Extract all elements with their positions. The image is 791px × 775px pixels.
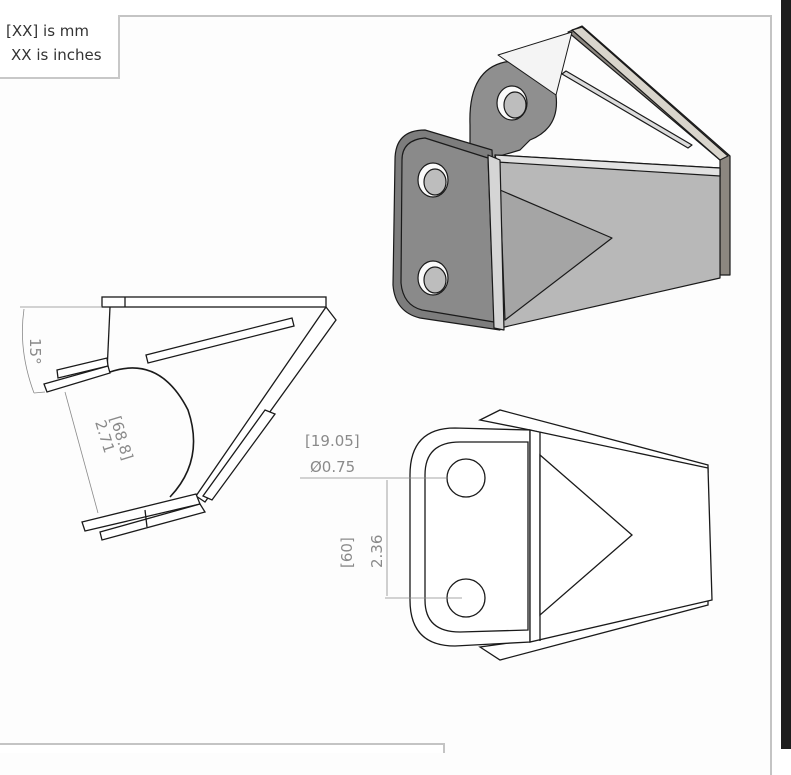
hole-diameter-mm: [19.05]: [305, 432, 360, 450]
isometric-view: [392, 25, 731, 331]
drawing-canvas: 15° [68.8] 2.71 [19.05] Ø0.75 [60] 2.36: [20, 25, 731, 661]
drawing-sheet: [0, 15, 772, 775]
side-view: [43, 296, 337, 541]
legend-inches: XX is inches: [11, 46, 102, 64]
hole-spacing-mm: [60]: [338, 537, 356, 568]
legend-mm: [XX] is mm: [6, 22, 89, 40]
hole-spacing-in: 2.36: [368, 535, 386, 568]
units-legend: [XX] is mm XX is inches: [0, 15, 120, 79]
front-view: [409, 409, 713, 661]
side-view-dimensions: [20, 306, 102, 514]
hole-diameter-in: Ø0.75: [310, 458, 355, 476]
window-edge: [781, 0, 791, 749]
title-block-edge: [0, 743, 445, 753]
front-view-dimensions: [300, 477, 462, 599]
angle-dimension: 15°: [26, 338, 44, 365]
